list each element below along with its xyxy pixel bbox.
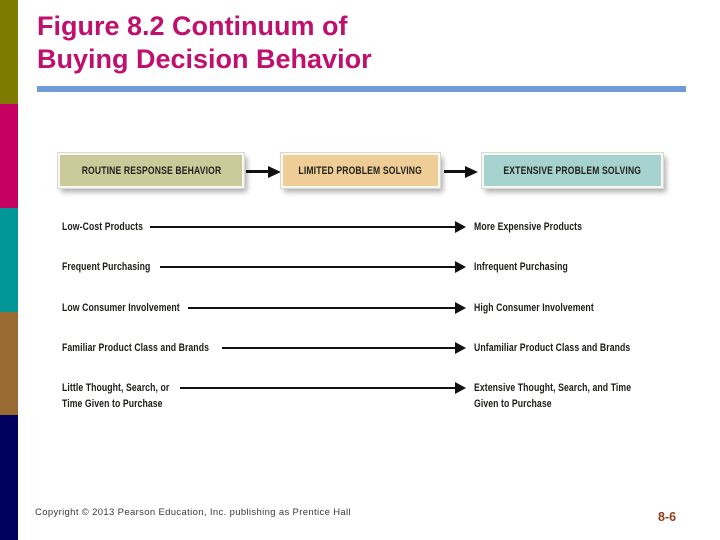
arrowhead-right-icon [268,165,281,178]
continuum-row-involvement: Low Consumer Involvement High Consumer I… [0,300,720,336]
stage-box-extensive-problem-solving: EXTENSIVE PROBLEM SOLVING [482,153,663,188]
arrowhead-right-icon [455,261,466,273]
sidebar-segment-teal [0,208,18,312]
row-right-label: More Expensive Products [474,221,583,233]
sidebar-segment-navy [0,415,18,540]
arrowhead-right-icon [455,382,466,394]
row-right-label: Extensive Thought, Search, and Time Give… [474,382,632,410]
arrowhead-right-icon [465,165,478,178]
continuum-row-cost: Low-Cost Products More Expensive Product… [0,219,720,255]
row-right-label: Infrequent Purchasing [474,261,568,273]
row-left-label: Familiar Product Class and Brands [62,342,210,354]
slide-title: Figure 8.2 Continuum of Buying Decision … [37,11,372,74]
arrow-line [222,347,456,349]
row-left-label: Low-Cost Products [62,221,144,233]
row-right-label: High Consumer Involvement [474,302,594,314]
arrowhead-right-icon [455,302,466,314]
row-left-label: Little Thought, Search, or Time Given to… [62,382,170,410]
stage-box-label: ROUTINE RESPONSE BEHAVIOR [81,164,221,177]
stage-arrow-1 [246,165,281,178]
arrowhead-right-icon [455,221,466,233]
title-underline-rule [37,86,686,92]
arrowhead-right-icon [455,342,466,354]
arrow-line [246,170,268,173]
arrow-line [150,226,456,228]
stage-box-routine-response: ROUTINE RESPONSE BEHAVIOR [58,153,244,188]
row-left-label: Frequent Purchasing [62,261,151,273]
arrow-line [444,170,465,173]
sidebar-segment-olive [0,0,18,104]
arrow-line [188,307,456,309]
page-number: 8-6 [658,510,677,524]
row-left-label: Low Consumer Involvement [62,302,180,314]
stage-box-label: LIMITED PROBLEM SOLVING [298,164,423,177]
stage-box-limited-problem-solving: LIMITED PROBLEM SOLVING [281,153,440,188]
arrow-line [180,387,456,389]
stage-box-label: EXTENSIVE PROBLEM SOLVING [503,164,642,177]
continuum-row-purchasing: Frequent Purchasing Infrequent Purchasin… [0,259,720,295]
continuum-row-familiarity: Familiar Product Class and Brands Unfami… [0,340,720,376]
sidebar-segment-magenta [0,104,18,208]
row-right-label: Unfamiliar Product Class and Brands [474,342,631,354]
sidebar-color-bar [0,0,18,540]
continuum-row-thought-time: Little Thought, Search, or Time Given to… [0,380,720,416]
arrow-line [160,266,456,268]
copyright-footer: Copyright © 2013 Pearson Education, Inc.… [35,507,351,518]
stage-arrow-2 [444,165,478,178]
sidebar-segment-brown [0,312,18,415]
